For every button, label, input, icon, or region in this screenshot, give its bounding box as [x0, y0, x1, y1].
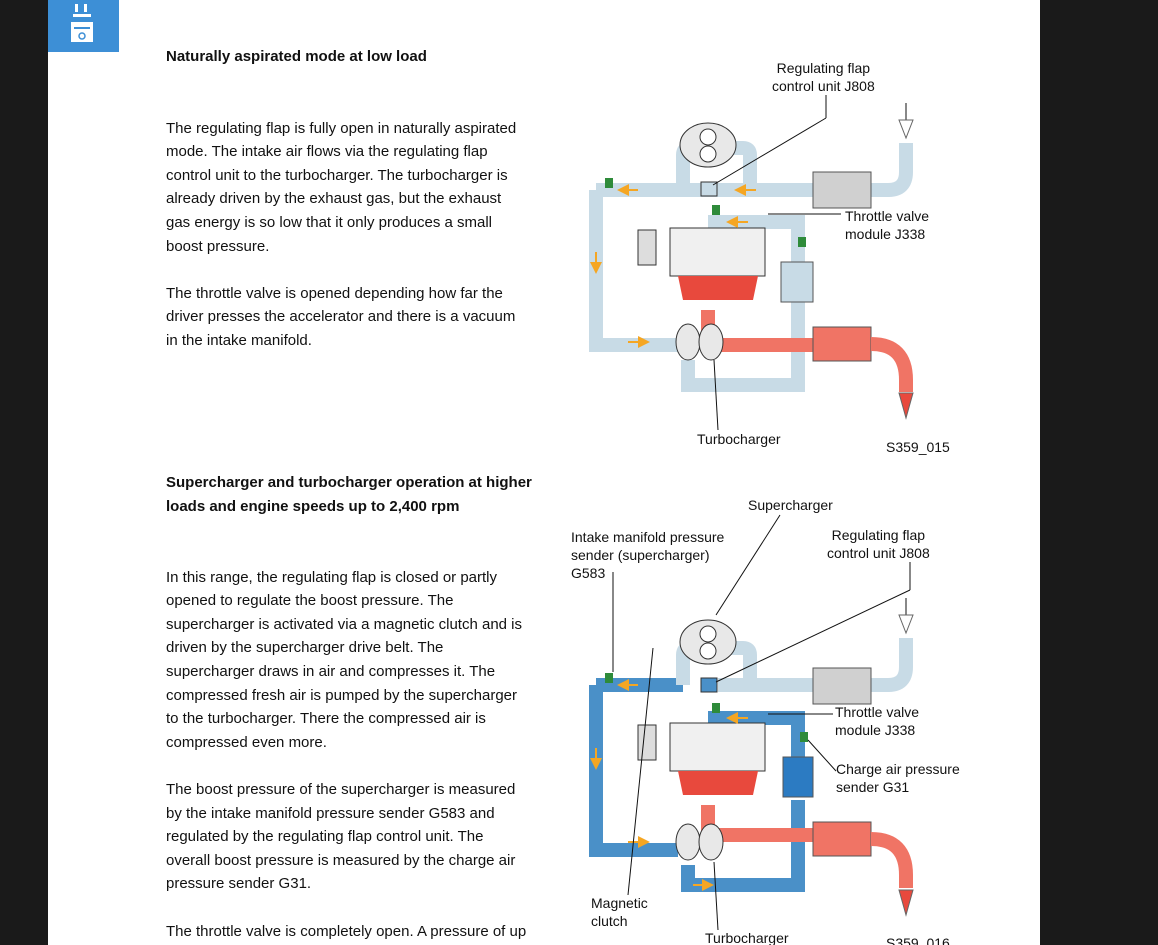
engine-block-2 [637, 722, 766, 795]
label-throttle-valve-2: Throttle valve module J338 [835, 704, 920, 738]
section2-heading: Supercharger and turbocharger operation … [166, 474, 532, 515]
air-filter [812, 171, 872, 209]
exhaust-out-arrow-2 [898, 889, 914, 917]
label-turbocharger-1: Turbocharger [697, 431, 781, 447]
label-magnetic-clutch: Magnetic clutch [591, 895, 648, 929]
intake-pipes-compressed [589, 638, 913, 892]
label-charge-air-sender: Charge air pressure sender G31 [836, 761, 960, 795]
flap-sensor [712, 205, 720, 215]
regulating-flap [700, 181, 718, 197]
diagram-supercharger-turbocharger [589, 514, 914, 931]
air-filter-2 [812, 667, 872, 705]
engine-block [637, 227, 766, 300]
regulating-flap-2 [700, 677, 718, 693]
intercooler-2 [782, 756, 814, 798]
throttle-sensor [798, 237, 806, 247]
intercooler [780, 261, 814, 303]
label-regulating-flap-1: Regulating flap control unit J808 [772, 60, 875, 94]
section1-paragraph-1: The regulating flap is fully open in nat… [166, 119, 517, 255]
label-intake-manifold-sender: Intake manifold pressure sender (superch… [571, 529, 725, 581]
section1-paragraph-2: The throttle valve is opened depending h… [166, 284, 516, 349]
label-regulating-flap-2: Regulating flap control unit J808 [827, 527, 930, 561]
section2-paragraph-1: In this range, the regulating flap is cl… [166, 568, 523, 751]
turbocharger-2 [675, 823, 724, 861]
section2-body: In this range, the regulating flap is cl… [166, 542, 526, 945]
section2-paragraph-2: The boost pressure of the supercharger i… [166, 780, 516, 893]
section2-paragraph-3: The throttle valve is completely open. A… [166, 922, 527, 940]
document-page: Naturally aspirated mode at low load The… [48, 0, 1040, 945]
exhaust-out-arrow [898, 392, 914, 420]
figure-id-2: S359_016 [886, 935, 950, 945]
g583-sender [605, 673, 613, 683]
turbocharger [675, 323, 724, 361]
label-supercharger: Supercharger [748, 497, 833, 513]
section1-body: The regulating flap is fully open in nat… [166, 93, 516, 376]
section1-heading: Naturally aspirated mode at low load [166, 48, 427, 65]
exhaust-muffler [812, 326, 872, 362]
supercharger [679, 122, 737, 168]
supercharger-2 [679, 619, 737, 665]
g31-sender [800, 732, 808, 742]
diagram-naturally-aspirated [589, 95, 914, 431]
exhaust-muffler-2 [812, 821, 872, 857]
flap-sensor-2 [712, 703, 720, 713]
figure-id-1: S359_015 [886, 439, 950, 455]
label-turbocharger-2: Turbocharger [705, 930, 789, 945]
label-throttle-valve-1: Throttle valve module J338 [845, 208, 930, 242]
pressure-sender [605, 178, 613, 188]
document-tab-icon[interactable] [48, 0, 119, 52]
